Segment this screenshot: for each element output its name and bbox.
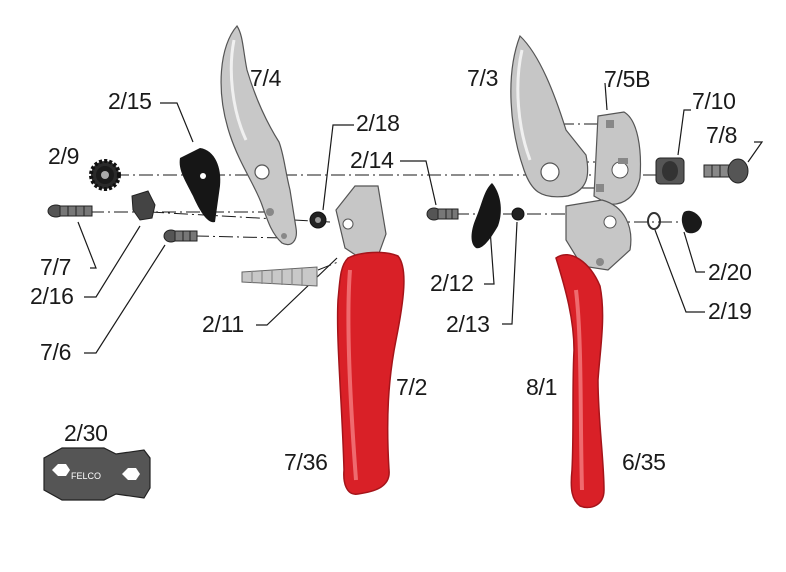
part-7-8-bolt — [703, 158, 749, 184]
part-2-13-washer — [511, 207, 525, 221]
label-2-18: 2/18 — [356, 110, 400, 136]
wrench-logo: FELCO — [71, 471, 101, 481]
label-7-5b: 7/5B — [604, 66, 651, 92]
part-2-15 — [179, 148, 221, 223]
blade-7-4 — [220, 25, 297, 246]
part-2-30-wrench: FELCO — [43, 447, 151, 501]
part-7-10-nut — [655, 157, 685, 185]
part-7-6-bolt — [163, 229, 198, 243]
part-2-16 — [131, 190, 156, 221]
label-2-15: 2/15 — [108, 88, 152, 114]
part-7-7-bolt — [47, 204, 93, 218]
handle-8-1 — [555, 199, 632, 509]
label-7-4: 7/4 — [250, 65, 282, 91]
label-7-3: 7/3 — [467, 65, 499, 91]
label-7-2: 7/2 — [396, 374, 428, 400]
label-8-1: 8/1 — [526, 374, 558, 400]
label-7-6: 7/6 — [40, 339, 72, 365]
label-2-9: 2/9 — [48, 143, 80, 169]
label-2-11: 2/11 — [202, 311, 244, 337]
label-2-16: 2/16 — [30, 283, 74, 309]
handle-7-2 — [335, 185, 405, 495]
part-2-14-bolt — [426, 207, 459, 221]
label-6-35: 6/35 — [622, 449, 666, 475]
label-2-19: 2/19 — [708, 298, 752, 324]
part-2-9-gear — [89, 159, 121, 191]
label-7-7: 7/7 — [40, 254, 72, 280]
part-2-12 — [471, 183, 501, 249]
blade-7-3 — [510, 34, 589, 198]
label-7-36: 7/36 — [284, 449, 328, 475]
label-2-12: 2/12 — [430, 270, 474, 296]
leader-lines — [77, 82, 764, 354]
label-7-8: 7/8 — [706, 122, 738, 148]
part-2-18-nut — [309, 211, 327, 229]
label-2-14: 2/14 — [350, 147, 394, 173]
label-2-20: 2/20 — [708, 259, 752, 285]
part-2-11-spring — [241, 266, 318, 287]
part-2-19-ring — [647, 212, 661, 230]
label-2-13: 2/13 — [446, 311, 490, 337]
part-2-20-cap — [681, 210, 702, 234]
part-7-5b — [593, 111, 642, 205]
label-2-30: 2/30 — [64, 420, 108, 446]
label-7-10: 7/10 — [692, 88, 736, 114]
